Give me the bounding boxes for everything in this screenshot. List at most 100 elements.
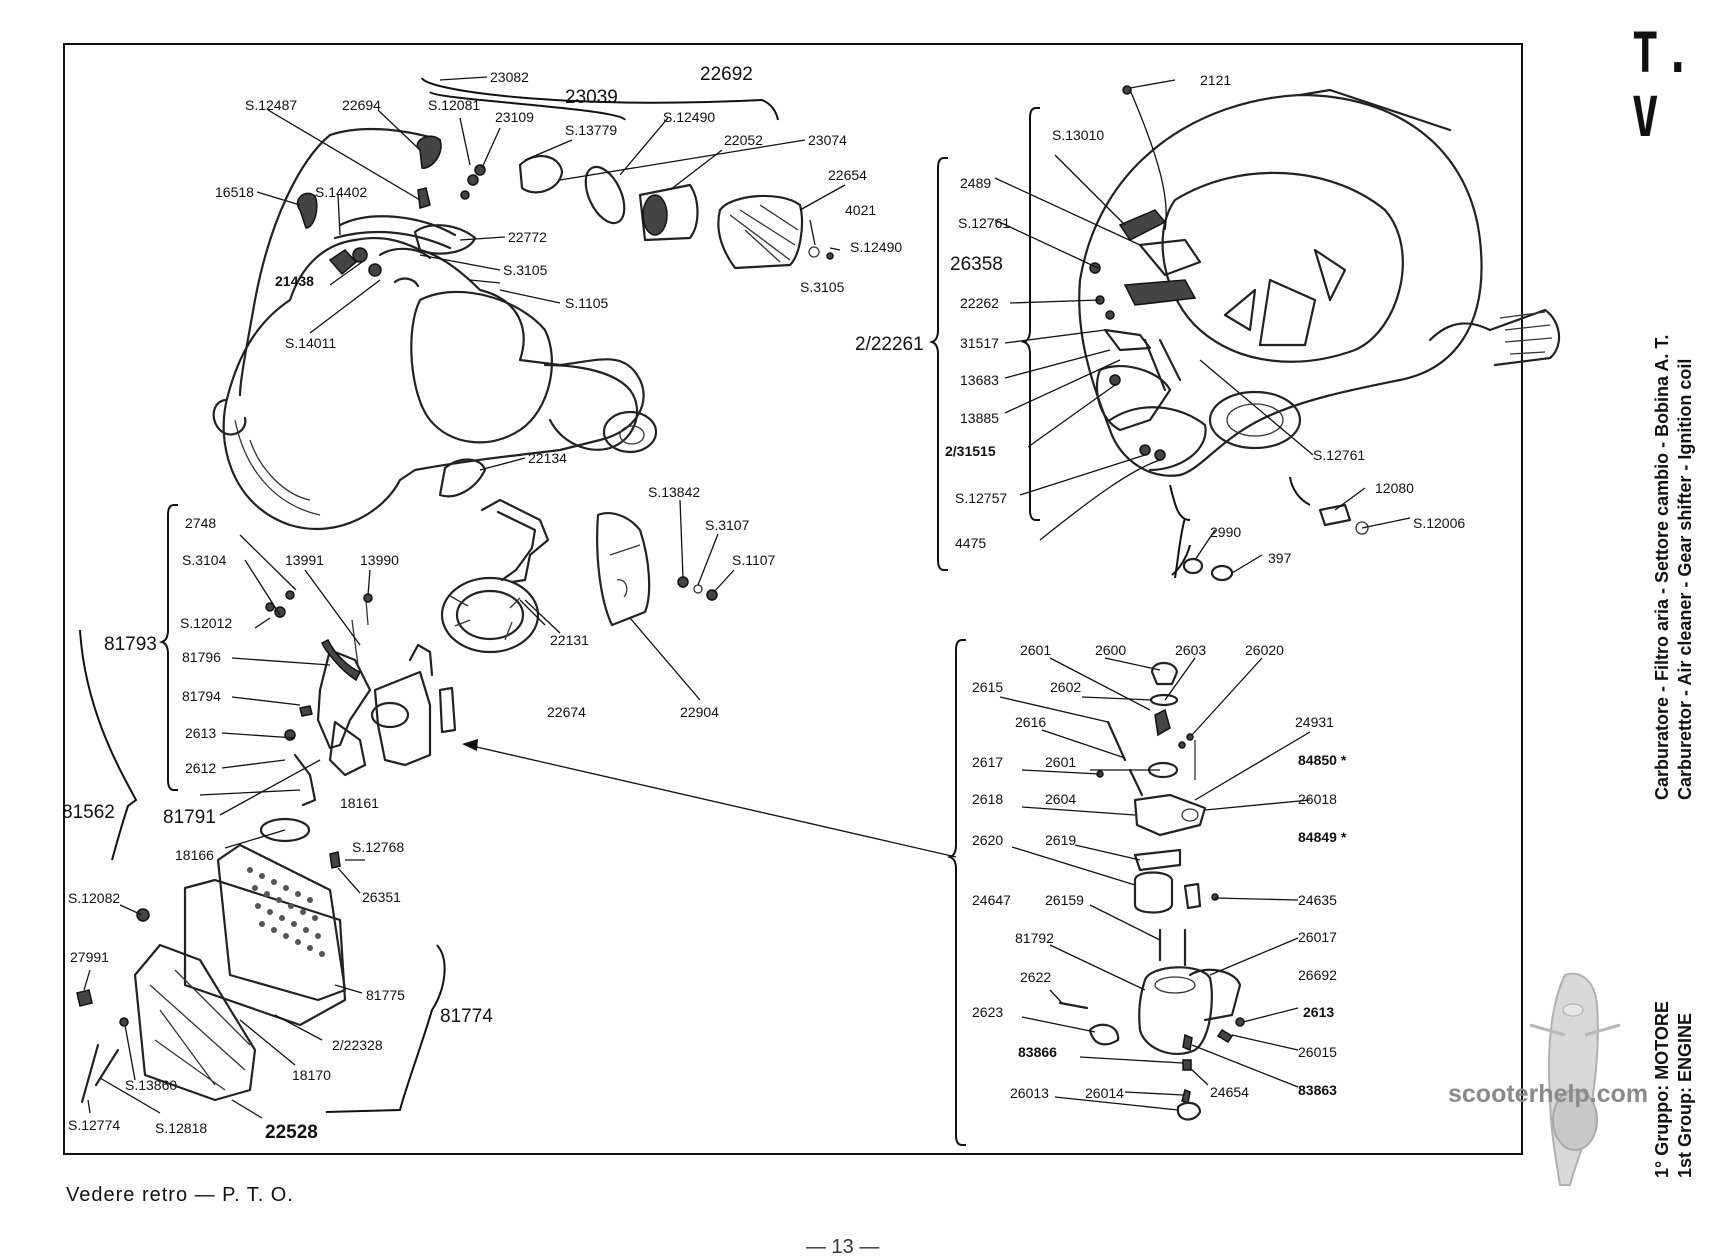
label-S12006: S.12006 xyxy=(1413,515,1465,531)
label-2616: 2616 xyxy=(1015,714,1046,730)
label-22052: 22052 xyxy=(724,132,763,148)
label-26014: 26014 xyxy=(1085,1085,1124,1101)
label-26159: 26159 xyxy=(1045,892,1084,908)
label-2121: 2121 xyxy=(1200,72,1231,88)
label-2603: 2603 xyxy=(1175,642,1206,658)
label-18161: 18161 xyxy=(340,795,379,811)
label-83863: 83863 xyxy=(1298,1082,1337,1098)
gear-shifter-housing-drawing xyxy=(1078,85,1561,582)
label-12080: 12080 xyxy=(1375,480,1414,496)
side-title-italian: Carburatore - Filtro aria - Settore camb… xyxy=(1652,334,1672,800)
label-2-22328: 2/22328 xyxy=(332,1037,383,1053)
label-2604: 2604 xyxy=(1045,791,1076,807)
label-23109: 23109 xyxy=(495,109,534,125)
label-S14402: S.14402 xyxy=(315,184,367,200)
group-label-english: 1st Group: ENGINE xyxy=(1675,1012,1695,1178)
carburettor-assembly-drawing xyxy=(76,590,457,1104)
label-26692: 26692 xyxy=(1298,967,1337,983)
label-S12761-bottom: S.12761 xyxy=(1313,447,1365,463)
label-23039: 23039 xyxy=(565,87,618,108)
label-S13010: S.13010 xyxy=(1052,127,1104,143)
label-4021: 4021 xyxy=(845,202,876,218)
label-2-22261: 2/22261 xyxy=(855,334,924,355)
label-S13842: S.13842 xyxy=(648,484,700,500)
footer-note: Vedere retro — P. T. O. xyxy=(66,1184,294,1206)
group-label-italian: 1° Gruppo: MOTORE xyxy=(1652,1001,1672,1178)
label-23074: 23074 xyxy=(808,132,847,148)
label-24635: 24635 xyxy=(1298,892,1337,908)
label-S12012: S.12012 xyxy=(180,615,232,631)
label-S12081: S.12081 xyxy=(428,97,480,113)
label-22694: 22694 xyxy=(342,97,381,113)
label-26351: 26351 xyxy=(362,889,401,905)
label-4475: 4475 xyxy=(955,535,986,551)
label-26018: 26018 xyxy=(1298,791,1337,807)
grouping-braces xyxy=(79,77,1311,1146)
carburettor-exploded-drawing xyxy=(1058,661,1245,1121)
label-24931: 24931 xyxy=(1295,714,1334,730)
label-23082: 23082 xyxy=(490,69,529,85)
label-S12774: S.12774 xyxy=(68,1117,120,1133)
label-2489: 2489 xyxy=(960,175,991,191)
label-27991: 27991 xyxy=(70,949,109,965)
label-81562: 81562 xyxy=(62,802,115,823)
label-S12761-top: S.12761 xyxy=(958,215,1010,231)
label-22904: 22904 xyxy=(680,704,719,720)
label-S3104: S.3104 xyxy=(182,552,227,568)
label-84849: 84849 * xyxy=(1298,829,1347,845)
label-22674: 22674 xyxy=(547,704,586,720)
label-S3107: S.3107 xyxy=(705,517,750,533)
label-81774: 81774 xyxy=(440,1006,493,1027)
label-2602: 2602 xyxy=(1050,679,1081,695)
label-S12487: S.12487 xyxy=(245,97,297,113)
label-2623: 2623 xyxy=(972,1004,1003,1020)
label-S12490-top: S.12490 xyxy=(663,109,715,125)
label-21438: 21438 xyxy=(275,273,314,289)
label-2601-top: 2601 xyxy=(1020,642,1051,658)
label-81794: 81794 xyxy=(182,688,221,704)
label-22692: 22692 xyxy=(700,64,753,85)
label-84850: 84850 * xyxy=(1298,752,1347,768)
label-13991: 13991 xyxy=(285,552,324,568)
label-22262: 22262 xyxy=(960,295,999,311)
label-22134: 22134 xyxy=(528,450,567,466)
label-26017: 26017 xyxy=(1298,929,1337,945)
label-13990: 13990 xyxy=(360,552,399,568)
label-83866: 83866 xyxy=(1018,1044,1057,1060)
label-2-31515: 2/31515 xyxy=(945,443,996,459)
side-title-english: Carburettor - Air cleaner - Gear shifter… xyxy=(1675,358,1695,800)
label-2620: 2620 xyxy=(972,832,1003,848)
label-S12757: S.12757 xyxy=(955,490,1007,506)
label-S1107: S.1107 xyxy=(732,552,776,568)
label-2613-left: 2613 xyxy=(185,725,216,741)
label-26013: 26013 xyxy=(1010,1085,1049,1101)
label-81792: 81792 xyxy=(1015,930,1054,946)
label-2601-mid: 2601 xyxy=(1045,754,1076,770)
label-S14011: S.14011 xyxy=(285,335,336,351)
part-number-labels: 22692 23082 23039 S.12487 22694 S.12081 … xyxy=(62,64,1465,1143)
label-397: 397 xyxy=(1268,550,1292,566)
label-2619: 2619 xyxy=(1045,832,1076,848)
watermark: scooterhelp.com xyxy=(1448,1080,1649,1108)
label-S1105: S.1105 xyxy=(565,295,609,311)
label-2748: 2748 xyxy=(185,515,216,531)
label-13885: 13885 xyxy=(960,410,999,426)
label-13683: 13683 xyxy=(960,372,999,388)
label-22772: 22772 xyxy=(508,229,547,245)
label-26358: 26358 xyxy=(950,254,1003,275)
label-S12768: S.12768 xyxy=(352,839,404,855)
label-81796: 81796 xyxy=(182,649,221,665)
page-title: T. V xyxy=(1632,22,1697,150)
label-2990: 2990 xyxy=(1210,524,1241,540)
label-2615: 2615 xyxy=(972,679,1003,695)
label-S3105-b: S.3105 xyxy=(800,279,845,295)
label-S12082: S.12082 xyxy=(68,890,120,906)
engine-crankcase-drawing xyxy=(212,127,834,654)
diagram-frame xyxy=(63,43,1523,1155)
label-2622: 2622 xyxy=(1020,969,1051,985)
label-2613-right: 2613 xyxy=(1303,1004,1334,1020)
label-26020: 26020 xyxy=(1245,642,1284,658)
label-S13860: S.13860 xyxy=(125,1077,177,1093)
label-S13779: S.13779 xyxy=(565,122,617,138)
